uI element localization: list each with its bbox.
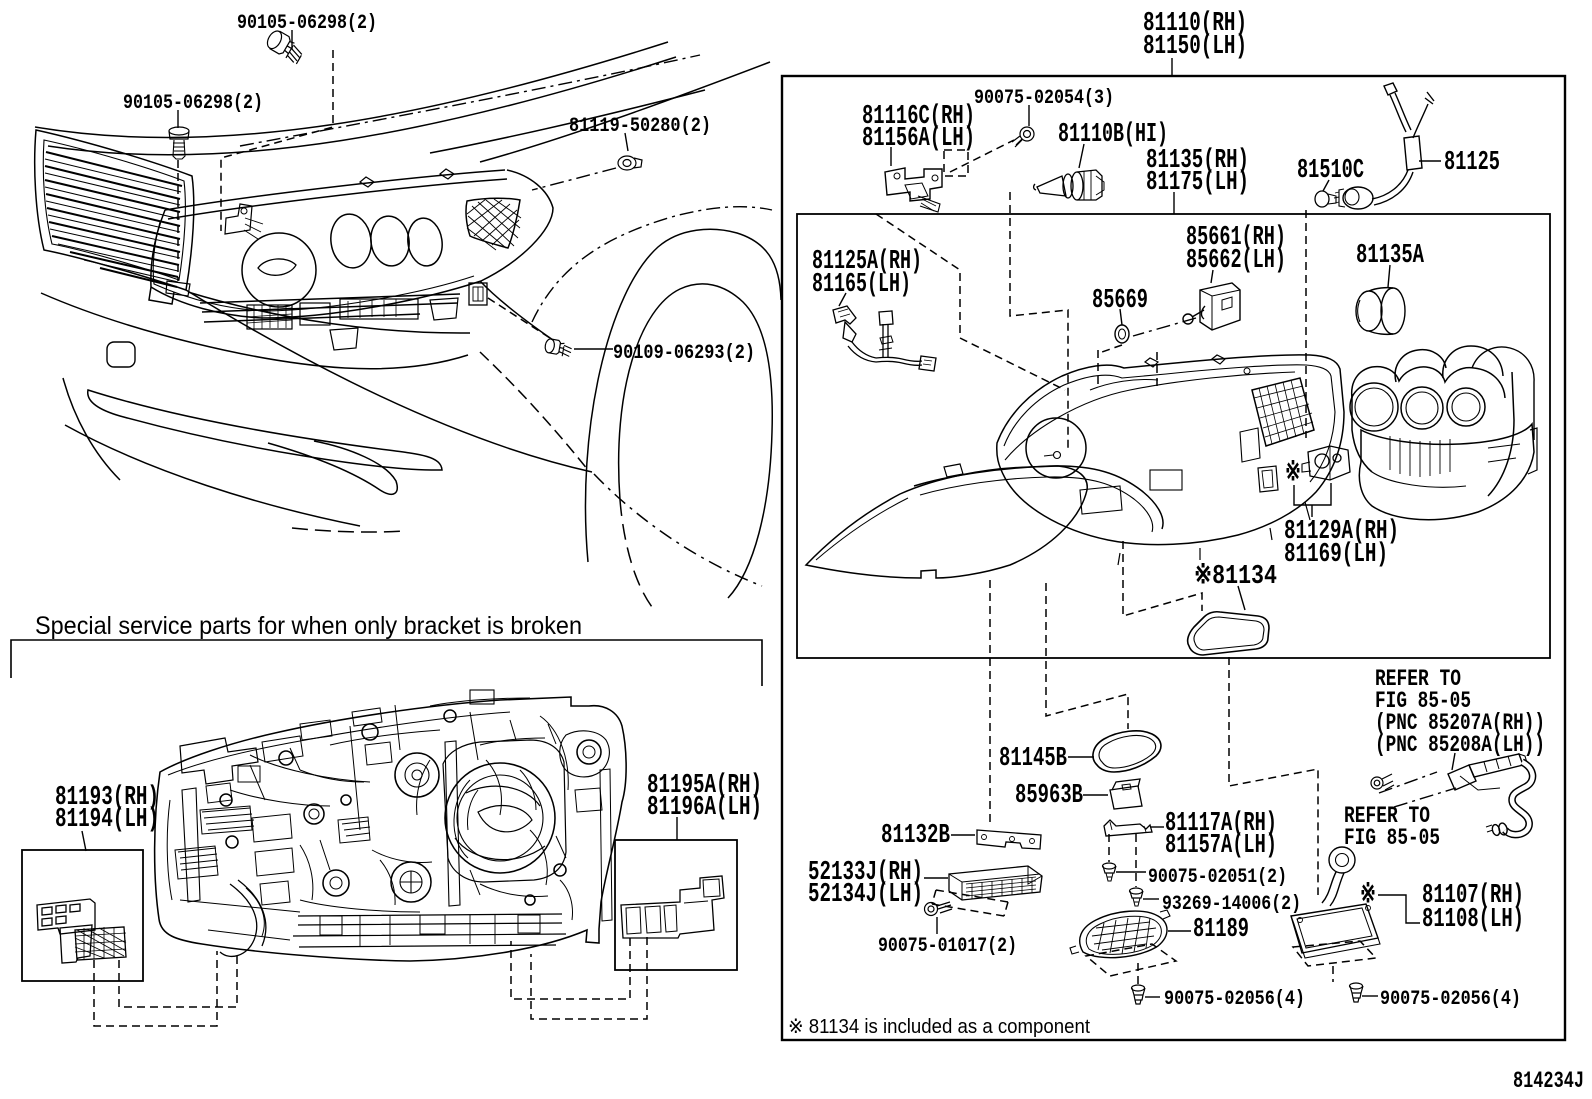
svg-text:81145B: 81145B bbox=[999, 744, 1067, 774]
svg-text:85669: 85669 bbox=[1092, 286, 1148, 316]
svg-text:85661(RH): 85661(RH) bbox=[1186, 223, 1286, 253]
svg-text:FIG 85-05: FIG 85-05 bbox=[1344, 825, 1440, 852]
svg-text:81196A(LH): 81196A(LH) bbox=[647, 793, 762, 823]
svg-text:90075-02054(3): 90075-02054(3) bbox=[974, 87, 1114, 110]
svg-text:81510C: 81510C bbox=[1297, 156, 1364, 186]
svg-text:90075-02056(4): 90075-02056(4) bbox=[1380, 988, 1521, 1011]
svg-text:85662(LH): 85662(LH) bbox=[1186, 246, 1286, 276]
svg-text:81194(LH): 81194(LH) bbox=[55, 805, 159, 835]
svg-text:81135A: 81135A bbox=[1356, 241, 1425, 271]
svg-text:85963B: 85963B bbox=[1015, 781, 1083, 811]
svg-text:81195A(RH): 81195A(RH) bbox=[647, 771, 762, 801]
svg-text:81110B(HI): 81110B(HI) bbox=[1058, 120, 1168, 150]
svg-text:※81134: ※81134 bbox=[1194, 562, 1277, 592]
svg-text:81189: 81189 bbox=[1193, 915, 1249, 945]
svg-text:52134J(LH): 52134J(LH) bbox=[808, 880, 923, 910]
svg-text:90075-02051(2): 90075-02051(2) bbox=[1148, 866, 1287, 889]
svg-text:81108(LH): 81108(LH) bbox=[1422, 905, 1524, 935]
svg-text:90105-06298(2): 90105-06298(2) bbox=[123, 92, 263, 115]
svg-text:Special service parts for when: Special service parts for when only brac… bbox=[35, 612, 582, 640]
svg-text:81125A(RH): 81125A(RH) bbox=[812, 247, 922, 277]
svg-text:REFER TO: REFER TO bbox=[1375, 666, 1461, 693]
svg-text:REFER TO: REFER TO bbox=[1344, 803, 1430, 830]
svg-text:81132B: 81132B bbox=[881, 821, 950, 851]
svg-text:93269-14006(2): 93269-14006(2) bbox=[1162, 893, 1301, 916]
svg-text:81157A(LH): 81157A(LH) bbox=[1165, 831, 1277, 861]
svg-text:81135(RH): 81135(RH) bbox=[1146, 146, 1249, 176]
svg-text:81169(LH): 81169(LH) bbox=[1284, 540, 1388, 570]
svg-text:81110(RH): 81110(RH) bbox=[1143, 9, 1247, 39]
svg-text:90075-01017(2): 90075-01017(2) bbox=[878, 935, 1017, 958]
svg-text:81193(RH): 81193(RH) bbox=[55, 783, 159, 813]
svg-text:81117A(RH): 81117A(RH) bbox=[1165, 809, 1277, 839]
svg-text:FIG 85-05: FIG 85-05 bbox=[1375, 688, 1471, 715]
svg-text:90109-06293(2): 90109-06293(2) bbox=[613, 342, 755, 365]
svg-text:※ 81134 is included as a compo: ※ 81134 is included as a component bbox=[788, 1016, 1090, 1038]
svg-text:(PNC 85207A(RH)): (PNC 85207A(RH)) bbox=[1375, 710, 1545, 737]
svg-text:81165(LH): 81165(LH) bbox=[812, 270, 911, 300]
svg-text:※: ※ bbox=[1285, 459, 1301, 489]
svg-text:81150(LH): 81150(LH) bbox=[1143, 32, 1247, 62]
svg-text:81107(RH): 81107(RH) bbox=[1422, 881, 1524, 911]
svg-text:90105-06298(2): 90105-06298(2) bbox=[237, 12, 377, 35]
svg-text:81175(LH): 81175(LH) bbox=[1146, 168, 1249, 198]
svg-text:814234J: 814234J bbox=[1513, 1068, 1584, 1095]
svg-text:81129A(RH): 81129A(RH) bbox=[1284, 517, 1399, 547]
svg-text:81119-50280(2): 81119-50280(2) bbox=[569, 115, 711, 138]
svg-text:81156A(LH): 81156A(LH) bbox=[862, 124, 975, 154]
svg-text:52133J(RH): 52133J(RH) bbox=[808, 858, 923, 888]
svg-text:81116C(RH): 81116C(RH) bbox=[862, 102, 975, 132]
svg-text:81125: 81125 bbox=[1444, 148, 1500, 178]
svg-text:※: ※ bbox=[1360, 881, 1376, 911]
svg-text:90075-02056(4): 90075-02056(4) bbox=[1164, 988, 1305, 1011]
